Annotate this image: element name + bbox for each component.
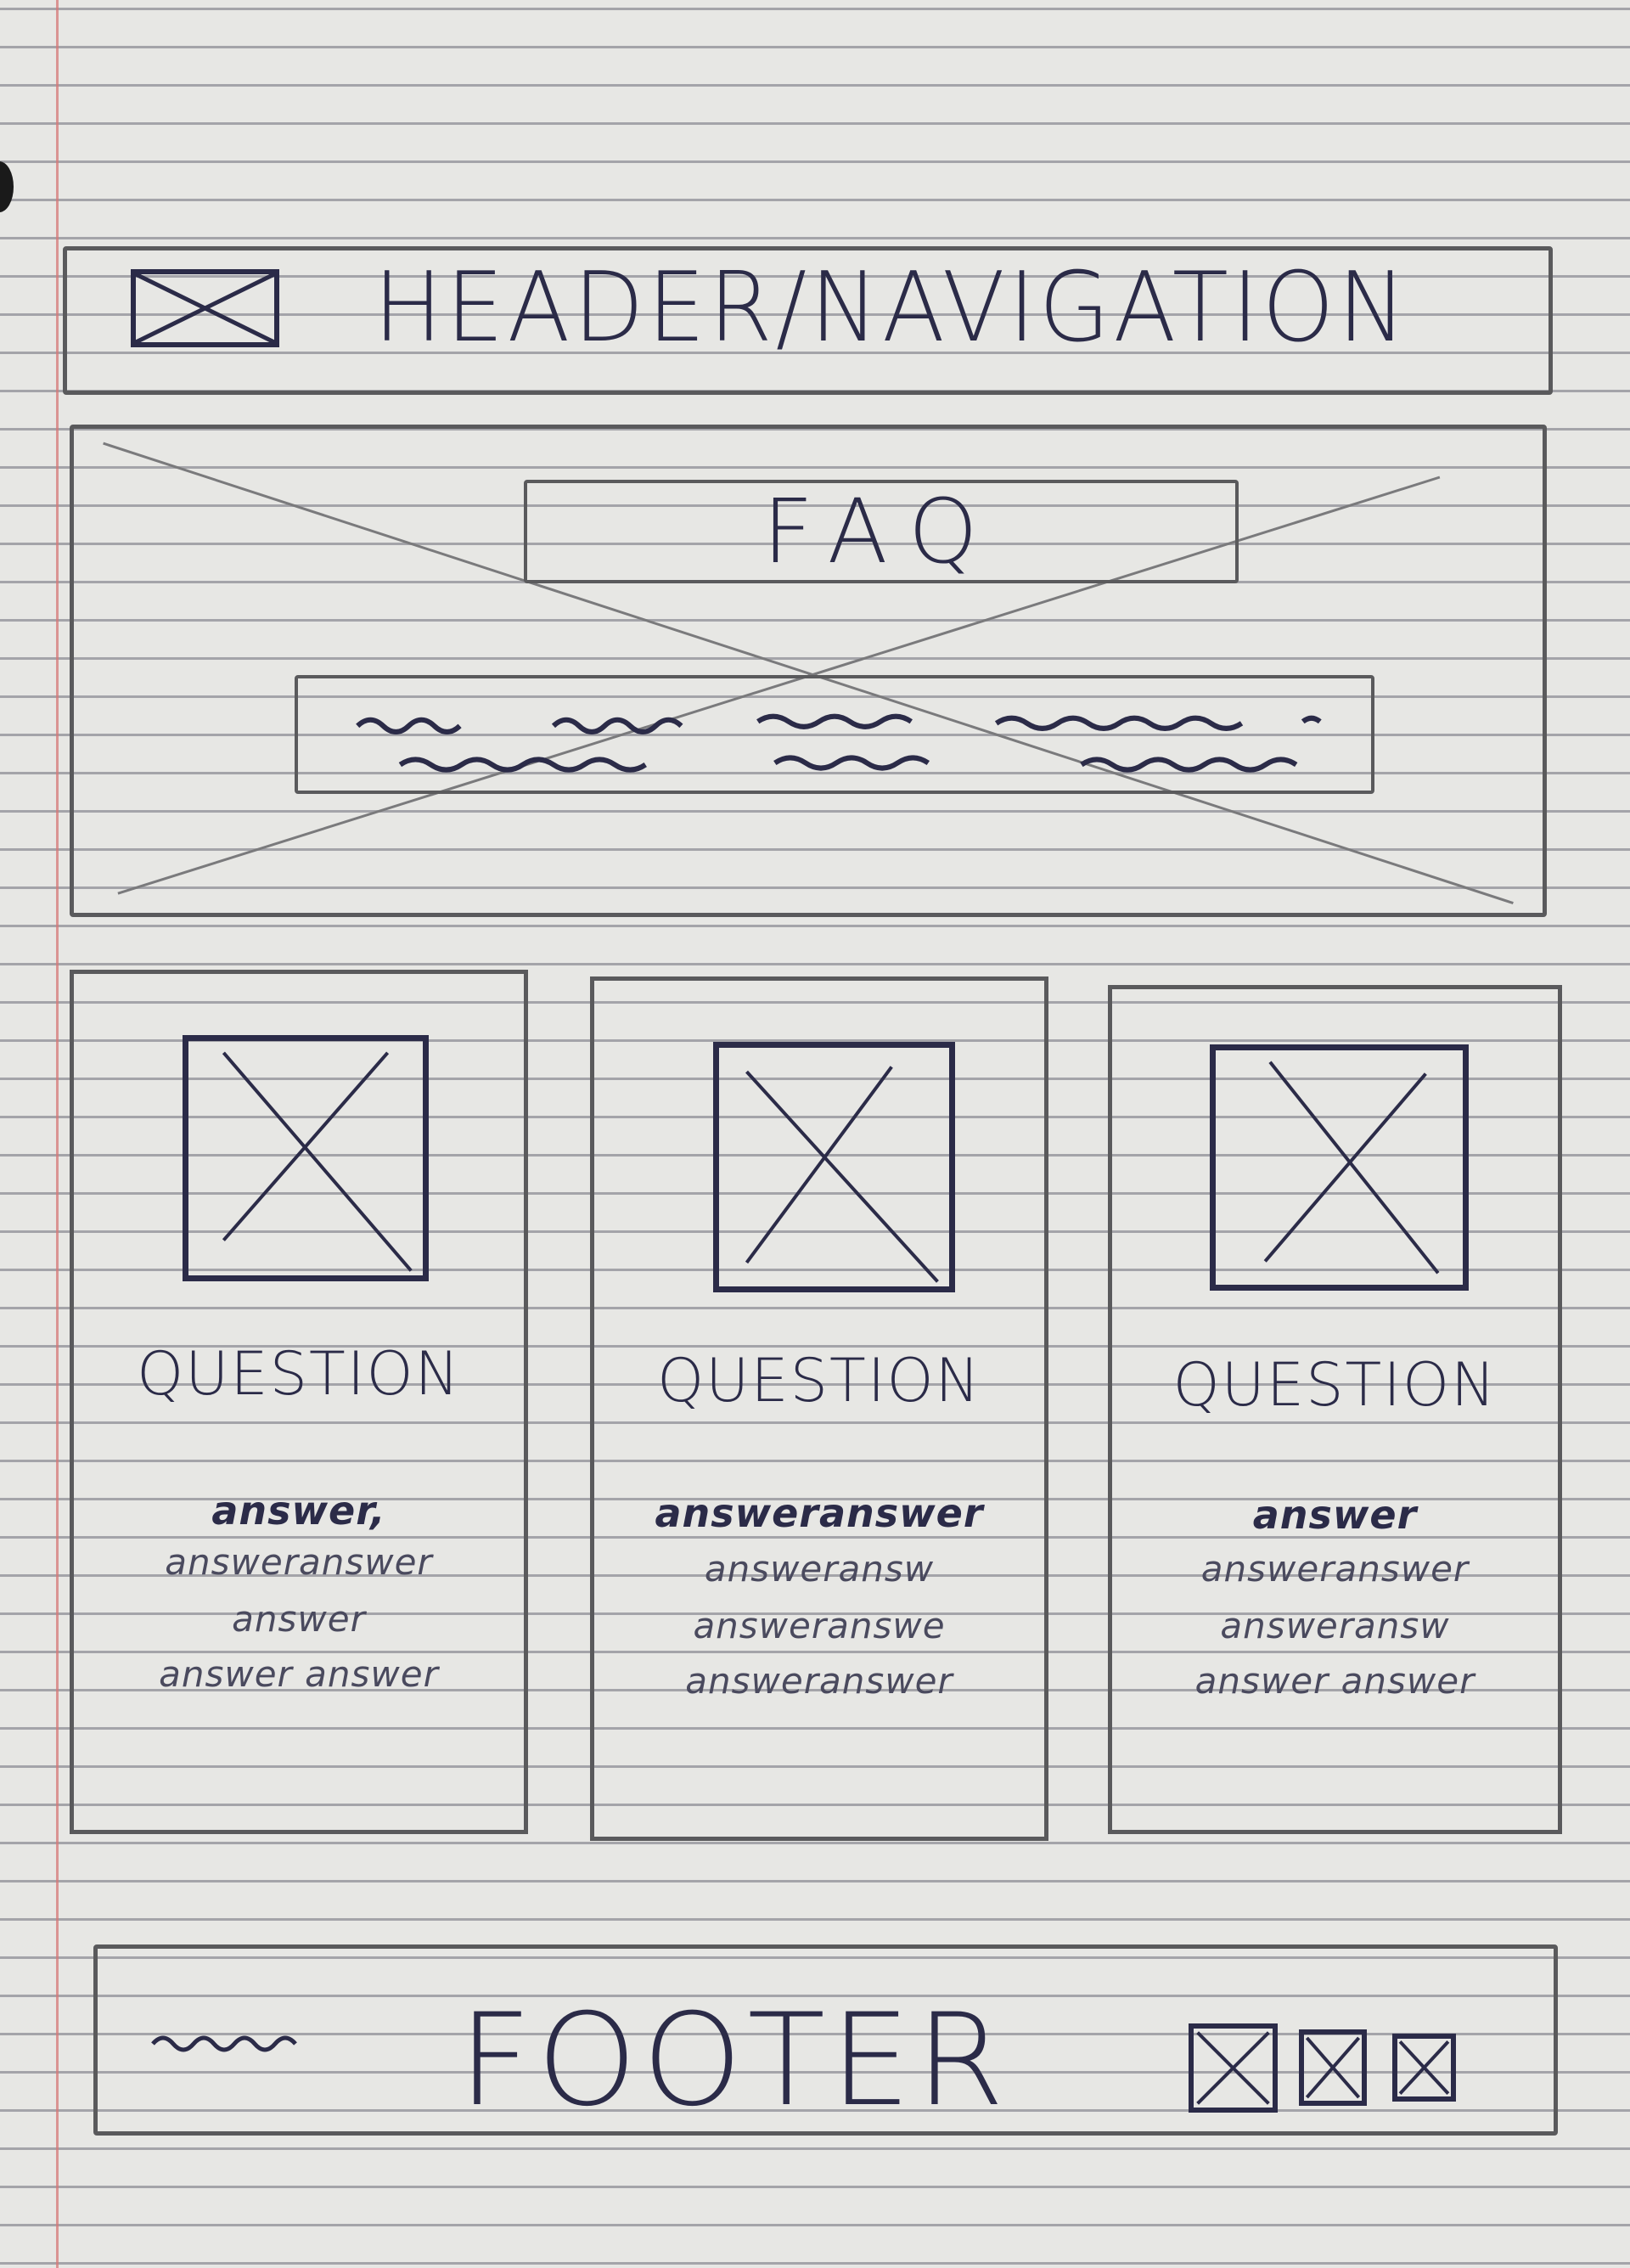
answer-line: answer: [1252, 1492, 1418, 1538]
faq-card: QUESTION answer answeranswer answeransw …: [1108, 985, 1562, 1834]
answer-line: answer answer: [159, 1653, 439, 1695]
image-placeholder-icon: [719, 1048, 949, 1286]
answer-line: answeranswer: [165, 1541, 433, 1583]
footer-title: FOOTER: [458, 1987, 1010, 2135]
faq-card: QUESTION answeranswer answeransw answera…: [590, 976, 1048, 1841]
hero-subtitle-box: [295, 675, 1374, 794]
answer-line: answeranswer: [1200, 1548, 1470, 1590]
answer-line: answeranswer: [655, 1490, 984, 1536]
answer-line: answer answer: [1194, 1660, 1475, 1702]
answer-line: answeransw: [704, 1548, 935, 1590]
header-navigation: [63, 246, 1553, 395]
answer-line: answeranswer: [685, 1660, 953, 1702]
question-title: QUESTION: [137, 1339, 461, 1409]
question-image-placeholder: [713, 1042, 955, 1292]
image-placeholder-icon: [1216, 1050, 1463, 1285]
faq-card: QUESTION answer, answeranswer answer ans…: [70, 970, 528, 1834]
binder-hole: [0, 161, 14, 212]
answer-line: answeransw: [1220, 1605, 1450, 1646]
question-title: QUESTION: [657, 1346, 981, 1415]
logo-placeholder[interactable]: [131, 269, 279, 347]
hero-title: FAQ: [762, 480, 1000, 583]
question-image-placeholder: [1210, 1044, 1469, 1291]
footer: [93, 1944, 1558, 2136]
scribble-text-placeholder: [356, 713, 1322, 773]
image-placeholder-icon: [74, 429, 1543, 913]
image-placeholder-icon: [1397, 2039, 1451, 2096]
image-placeholder-icon: [1304, 2034, 1362, 2101]
question-title: QUESTION: [1172, 1350, 1498, 1420]
answer-line: answer: [232, 1598, 366, 1640]
hero-section: FAQ: [70, 425, 1547, 917]
social-icon-placeholder[interactable]: [1392, 2034, 1456, 2102]
social-icon-placeholder[interactable]: [1299, 2029, 1367, 2106]
hero-title-box: FAQ: [524, 480, 1239, 583]
question-image-placeholder: [183, 1035, 429, 1281]
image-placeholder-icon: [1194, 2029, 1273, 2108]
header-title: HEADER/NAVIGATION: [374, 251, 1410, 364]
answer-line: answeranswe: [693, 1605, 946, 1646]
answer-line: answer,: [211, 1488, 386, 1534]
scribble-link-placeholder: [151, 2035, 297, 2052]
image-placeholder-icon: [136, 274, 274, 342]
image-placeholder-icon: [188, 1041, 423, 1275]
social-icon-placeholder[interactable]: [1189, 2023, 1278, 2113]
